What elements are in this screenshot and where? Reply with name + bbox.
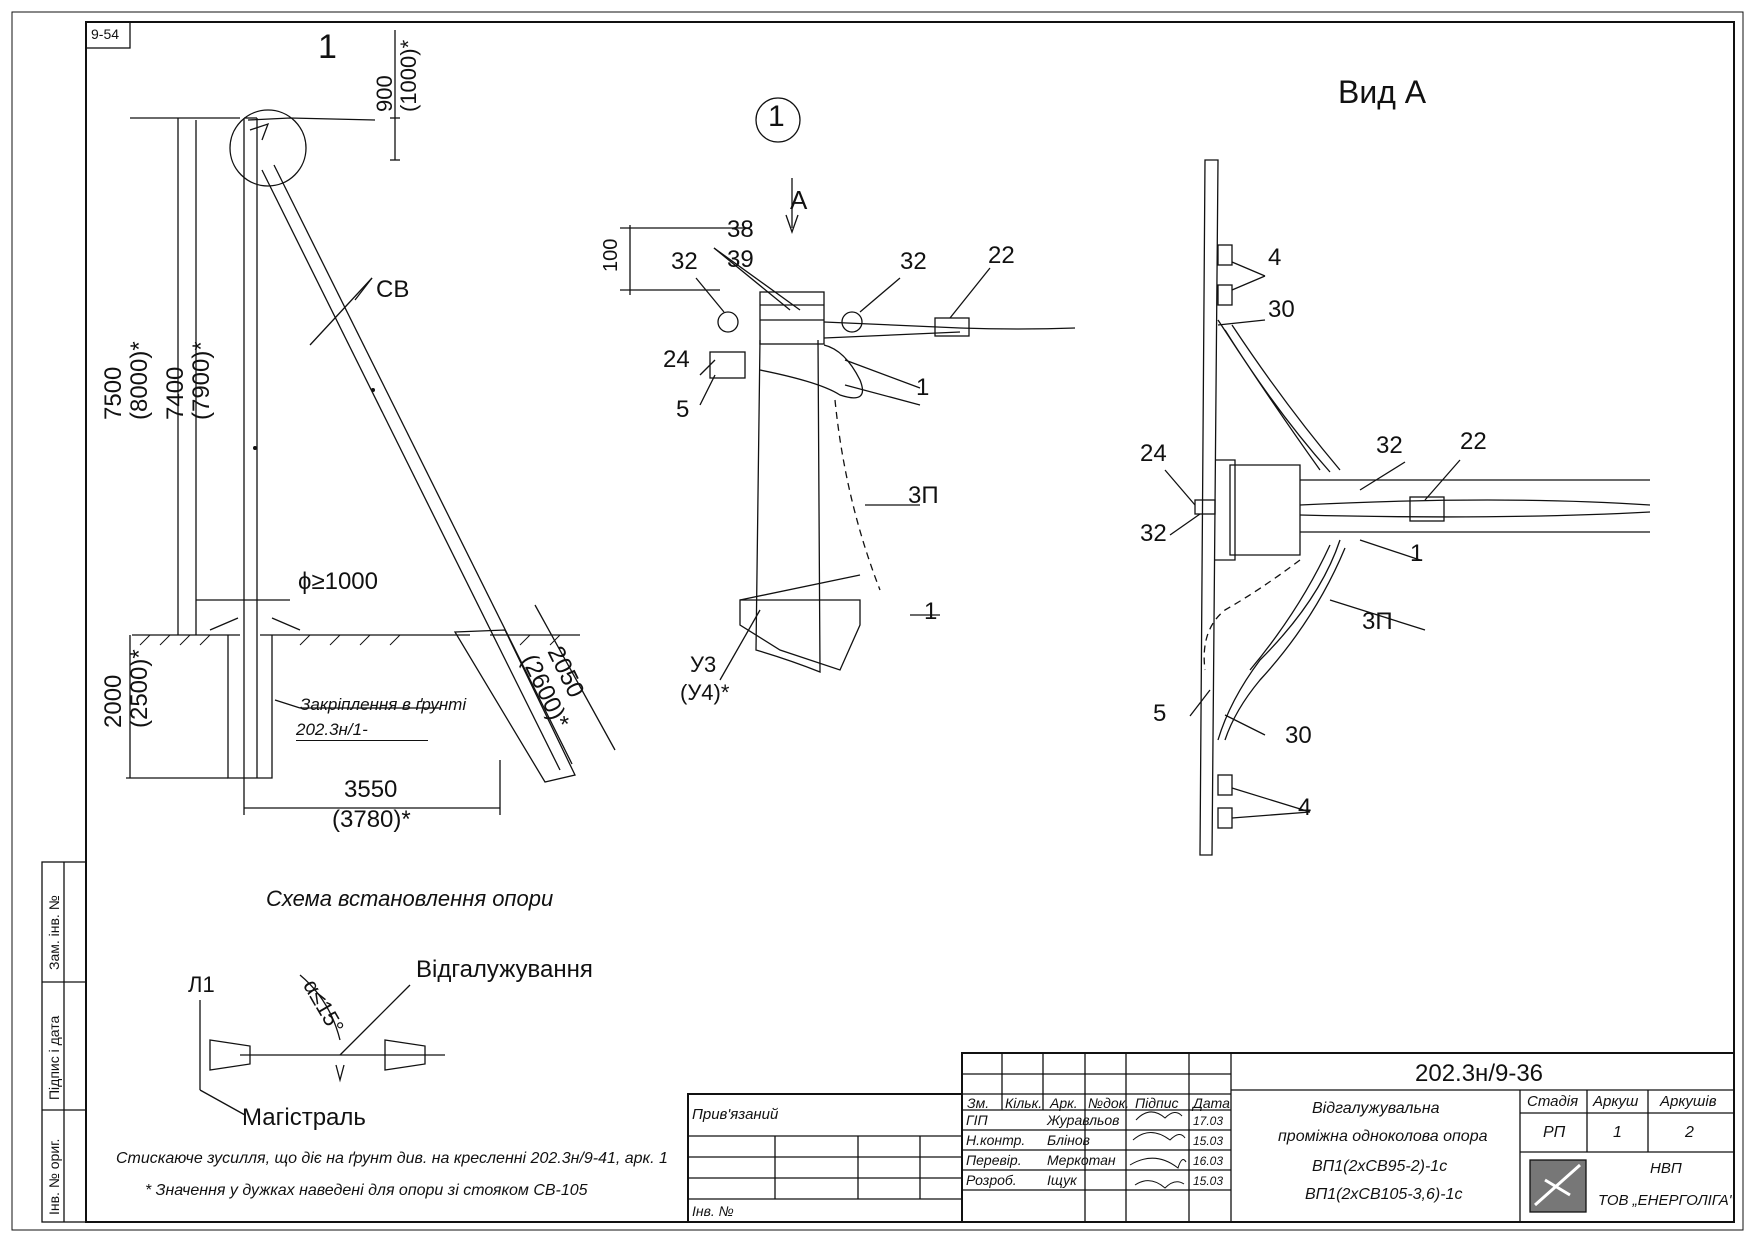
va-part-4-upper: 4 [1268, 244, 1282, 271]
scheme-branch: Відгалужування [416, 956, 593, 983]
tb-sheets-label: Аркушів [1660, 1093, 1717, 1110]
view-a-title: Вид А [1338, 74, 1427, 110]
part-3p: 3П [908, 482, 939, 509]
va-part-30-lower: 30 [1285, 722, 1312, 749]
part-38: 38 [727, 216, 754, 243]
tb-sheet-label: Аркуш [1593, 1093, 1639, 1110]
dim-top: 900 [372, 75, 397, 112]
tb-h-data: Дата [1193, 1095, 1230, 1111]
scheme-title: Схема встановлення опори [266, 886, 554, 911]
tb-h-ark: Арк. [1050, 1095, 1078, 1111]
tb-desc-4: ВП1(2хСВ105-3,6)-1с [1305, 1186, 1463, 1203]
part-1-lower: 1 [924, 598, 938, 625]
tb-stage: РП [1543, 1124, 1566, 1141]
anchor-ref: 202.3н/1- [296, 720, 428, 741]
label-sv: СВ [376, 276, 410, 303]
tb-role-3: Розроб. [966, 1172, 1017, 1188]
va-part-1: 1 [1410, 540, 1424, 567]
note-1: Стискаюче зусилля, що діє на ґрунт див. … [116, 1150, 668, 1167]
tb-h-pidpys: Підпис [1135, 1095, 1179, 1111]
part-24: 24 [663, 346, 690, 373]
tb-date-2: 16.03 [1193, 1154, 1224, 1168]
anchor-label: Закріплення в ґрунті [300, 695, 467, 714]
part-u3: У3 [690, 652, 717, 677]
va-part-22: 22 [1460, 428, 1487, 455]
tb-desc-2: проміжна одноколова опора [1278, 1128, 1488, 1145]
diameter: ϕ≥1000 [298, 568, 379, 595]
tb-stage-label: Стадія [1527, 1093, 1579, 1110]
tb-doc-code: 202.3н/9-36 [1415, 1060, 1544, 1087]
part-5: 5 [676, 396, 690, 423]
dim-h1-alt: (8000)* [126, 341, 153, 420]
tb-h-ndok: №док. [1088, 1095, 1130, 1111]
arrow-a: А [790, 185, 808, 215]
dim-ground: 2000 [100, 674, 127, 728]
part-u4: (У4)* [680, 680, 730, 705]
detail-callout: 1 [768, 100, 785, 133]
tb-date-1: 15.03 [1193, 1134, 1224, 1148]
dim-base: 3550 [344, 776, 398, 803]
tb-date-3: 15.03 [1193, 1174, 1224, 1188]
tb-h-zm: Зм. [967, 1095, 990, 1111]
tb-date-0: 17.03 [1193, 1114, 1224, 1128]
tb-org-1: НВП [1650, 1160, 1682, 1177]
tb-sheets: 2 [1685, 1124, 1694, 1141]
stamp-pidpys-data: Підпис і дата [46, 1015, 62, 1100]
tb-inv-no: Інв. № [692, 1203, 734, 1219]
part-39: 39 [727, 246, 754, 273]
part-32-right: 32 [900, 248, 927, 275]
dim-top-alt: (1000)* [396, 39, 421, 112]
tb-role-1: Н.контр. [966, 1132, 1026, 1148]
dim-h2: 7400 [162, 366, 189, 420]
tb-desc-1: Відгалужувальна [1312, 1100, 1440, 1117]
dim-h2-alt: (7900)* [188, 341, 215, 420]
dim-base-alt: (3780)* [332, 806, 411, 833]
va-part-32-right: 32 [1376, 432, 1403, 459]
dim-ground-alt: (2500)* [126, 649, 153, 728]
dim-100: 100 [600, 238, 622, 272]
tb-name-1: Блінов [1047, 1132, 1090, 1148]
left-callout: 1 [318, 28, 337, 66]
tb-h-kilk: Кільк. [1005, 1095, 1043, 1111]
part-22: 22 [988, 242, 1015, 269]
tb-name-3: Іщук [1047, 1172, 1077, 1188]
va-part-30-upper: 30 [1268, 296, 1295, 323]
va-part-5: 5 [1153, 700, 1167, 727]
tb-org-2: ТОВ „ЕНЕРГОЛІГА" [1598, 1192, 1735, 1209]
stamp-inv-orig: Інв. № ориг. [46, 1138, 62, 1215]
dim-h1: 7500 [100, 366, 127, 420]
part-1-upper: 1 [916, 374, 930, 401]
sheet-code: 9-54 [91, 26, 120, 42]
va-part-3p: 3П [1362, 608, 1393, 635]
tb-sheet: 1 [1613, 1124, 1622, 1141]
tb-name-0: Журавльов [1047, 1112, 1120, 1128]
scheme-main: Магістраль [242, 1104, 366, 1131]
tb-desc-3: ВП1(2хСВ95-2)-1с [1312, 1158, 1448, 1175]
scheme-l1: Л1 [188, 972, 215, 997]
va-part-32-left: 32 [1140, 520, 1167, 547]
part-32-left: 32 [671, 248, 698, 275]
va-part-24: 24 [1140, 440, 1167, 467]
tb-name-2: Меркотан [1047, 1152, 1116, 1168]
note-2: * Значення у дужках наведені для опори з… [145, 1182, 588, 1199]
tb-role-2: Перевір. [966, 1152, 1022, 1168]
va-part-4-lower: 4 [1298, 794, 1312, 821]
stamp-zam-inv: Зам. інв. № [46, 895, 62, 970]
tb-privyazaniy: Прив'язаний [692, 1106, 779, 1123]
tb-role-0: ГІП [966, 1112, 988, 1128]
